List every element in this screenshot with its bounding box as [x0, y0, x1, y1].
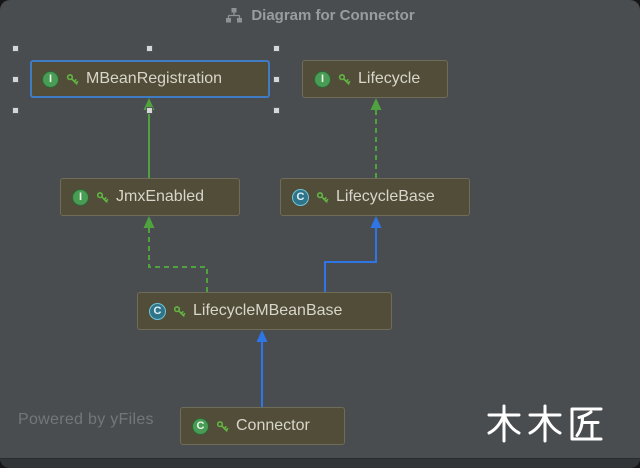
class-icon: C	[149, 302, 166, 320]
window-bottom-edge	[0, 458, 640, 468]
key-icon	[316, 191, 329, 203]
node-mbeanregistration[interactable]: I MBeanRegistration	[30, 60, 270, 98]
interface-icon: I	[314, 70, 331, 88]
arrowhead	[256, 330, 268, 342]
key-icon	[173, 305, 186, 317]
node-lifecyclembeanbase[interactable]: C LifecycleMBeanBase	[137, 292, 392, 330]
node-jmxenabled[interactable]: I JmxEnabled	[60, 178, 240, 216]
selection-handle[interactable]	[12, 76, 19, 83]
signature-watermark: 木木匠	[486, 402, 604, 444]
node-lifecycle[interactable]: I Lifecycle	[302, 60, 448, 98]
selection-handle[interactable]	[273, 45, 280, 52]
key-icon	[216, 420, 229, 432]
node-connector[interactable]: C Connector	[180, 407, 345, 445]
cjk-glyph-mu	[528, 404, 562, 443]
interface-icon: I	[42, 70, 59, 88]
class-icon: C	[192, 417, 209, 435]
node-label: MBeanRegistration	[86, 70, 223, 87]
arrowhead	[143, 216, 155, 228]
key-icon	[338, 73, 351, 85]
key-icon	[66, 73, 79, 85]
node-lifecyclebase[interactable]: C LifecycleBase	[280, 178, 470, 216]
cjk-glyph-jiang	[570, 407, 603, 441]
node-label: JmxEnabled	[116, 188, 205, 205]
node-label: LifecycleBase	[336, 188, 435, 205]
arrowhead	[370, 216, 382, 228]
title-bar: Diagram for Connector	[0, 0, 640, 30]
node-label: LifecycleMBeanBase	[193, 302, 343, 319]
interface-icon: I	[72, 188, 89, 206]
selection-handle[interactable]	[273, 76, 280, 83]
selection-handle[interactable]	[273, 107, 280, 114]
diagram-icon	[226, 7, 243, 22]
yfiles-watermark: Powered by yFiles	[18, 411, 154, 428]
selection-handle[interactable]	[146, 45, 153, 52]
arrowhead	[370, 98, 382, 110]
selection-handle[interactable]	[12, 45, 19, 52]
cjk-glyph-mu	[487, 404, 521, 443]
edge-lifecyclembeanbase-implements-jmxenabled	[148, 227, 208, 292]
node-label: Lifecycle	[358, 70, 421, 87]
selection-handle[interactable]	[12, 107, 19, 114]
node-label: Connector	[236, 417, 310, 434]
window-title: Diagram for Connector	[251, 6, 415, 24]
edge-lifecyclembeanbase-extends-lifecyclebase	[324, 227, 377, 292]
class-icon: C	[292, 188, 309, 206]
key-icon	[96, 191, 109, 203]
selection-handle[interactable]	[146, 107, 153, 114]
